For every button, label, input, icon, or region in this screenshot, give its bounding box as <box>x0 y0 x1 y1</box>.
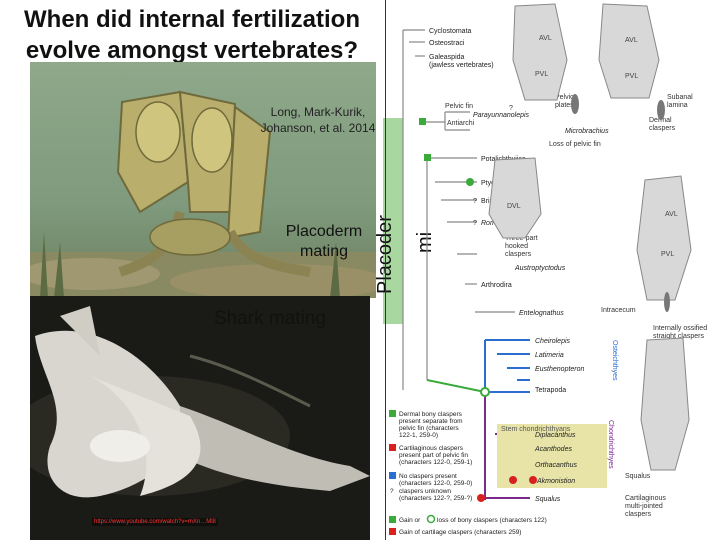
video-link[interactable]: https://www.youtube.com/watch?v=mXn…Ml8 <box>92 518 218 526</box>
note-internally-2: straight claspers <box>653 333 704 340</box>
plate-pvl-top: PVL <box>535 71 548 78</box>
taxon-eusthenopteron: Eusthenopteron <box>535 366 585 373</box>
placoderm-caption: Placoderm mating <box>272 222 376 262</box>
taxon-entelognathus: Entelognathus <box>519 310 564 317</box>
legend-cart-1: Cartilaginous claspers <box>399 445 464 452</box>
citation: Long, Mark-Kurik, Johanson, et al. 2014 <box>252 104 384 136</box>
plate-dvl-mid: DVL <box>507 203 521 210</box>
taxon-galeaspida-1: Galeaspida <box>429 54 465 61</box>
taxon-latimeria: Latimeria <box>535 352 564 359</box>
note-cartilaginous-2: multi-jointed <box>625 503 663 510</box>
legend-dermal-1: Dermal bony claspers <box>399 411 463 418</box>
legend-swatch-cartilage <box>389 444 396 451</box>
legend-cart-2: present part of pelvic fin <box>399 452 468 459</box>
taxon-arthrodira: Arthrodira <box>481 282 512 289</box>
taxon-cheirolepis: Cheirolepis <box>535 338 571 345</box>
plate-avl-top-2: AVL <box>625 37 638 44</box>
taxon-acanthodes: Acanthodes <box>534 446 572 453</box>
plate-avl-mid: AVL <box>665 211 678 218</box>
note-q3: ? <box>473 220 477 227</box>
specimen-drawings: AVL AVL PVL PVL DVL AVL PVL <box>488 3 692 471</box>
legend-dermal-4: 122-1, 259-0) <box>399 432 438 439</box>
taxon-tetrapoda: Tetrapoda <box>535 387 566 394</box>
legend-unknown-1: claspers unknown <box>399 488 451 495</box>
title-line-2: evolve amongst vertebrates? <box>25 37 359 64</box>
cladogram-svg: Cyclostomata Osteostraci Galeaspida (jaw… <box>389 3 707 536</box>
taxon-diplacanthus: Diplacanthus <box>535 432 576 439</box>
figure-border <box>385 0 386 540</box>
legend-swatch-none <box>389 472 396 479</box>
note-antiarchi: Antiarchi <box>447 120 475 127</box>
plate-pvl-mid: PVL <box>661 251 674 258</box>
legend-q-mark: ? <box>390 488 394 495</box>
taxon-orthacanthus: Orthacanthus <box>535 462 578 469</box>
clasper-cladogram-figure: Cyclostomata Osteostraci Galeaspida (jaw… <box>385 0 720 540</box>
note-chondrichthyes: Chondrichthyes <box>607 420 614 469</box>
legend-loss-bony: loss of bony claspers (characters 122) <box>437 517 547 524</box>
slide-title: When did internal fertilization evolve a… <box>0 4 384 66</box>
shark-mating-photo <box>30 296 370 540</box>
taxon-austroptyctodus: Austroptyctodus <box>514 265 566 272</box>
note-q1: ? <box>509 105 513 112</box>
note-subanal-2: lamina <box>667 102 688 109</box>
character-markers <box>419 118 537 502</box>
placoderm-caption-line-1: Placoderm <box>285 223 363 240</box>
taxon-akmonistion: Akmonistion <box>536 478 575 485</box>
taxon-parayunnanolepis: Parayunnanolepis <box>473 112 530 119</box>
note-dermal-claspers-1: Dermal <box>649 117 672 124</box>
taxon-galeaspida-2: (jawless vertebrates) <box>429 62 494 69</box>
taxon-squalus: Squalus <box>535 496 561 503</box>
note-pelvic-plates-1: Pelvic <box>555 94 574 101</box>
plate-avl-top: AVL <box>539 35 552 42</box>
legend-gain-cart: Gain of cartilage claspers (characters 2… <box>399 529 521 536</box>
legend-cart-3: (characters 122-0, 259-1) <box>399 459 472 466</box>
note-q2: ? <box>473 198 477 205</box>
note-pelvic-fin: Pelvic fin <box>445 103 473 110</box>
note-three-part-2: hooked <box>505 243 528 250</box>
taxon-microbrachius: Microbrachius <box>565 128 609 135</box>
note-dermal-claspers-2: claspers <box>649 125 676 132</box>
taxon-cyclostomata: Cyclostomata <box>429 28 472 35</box>
note-pelvic-plates-2: plates <box>555 102 574 109</box>
note-osteichthyes: Osteichthyes <box>611 340 618 381</box>
taxon-osteostraci: Osteostraci <box>429 40 465 47</box>
placoderm-mating-illustration <box>30 62 376 298</box>
shark-caption: Shark mating <box>214 308 326 329</box>
note-three-part-3: claspers <box>505 251 532 258</box>
placoderm-caption-line-2: mating <box>299 243 349 260</box>
legend-gain-bony: Gain or <box>399 517 421 524</box>
title-line-1: When did internal fertilization <box>24 6 360 33</box>
plate-pvl-top-2: PVL <box>625 73 638 80</box>
legend-swatch-gain-bony <box>389 516 396 523</box>
osteichthyes-branches <box>484 339 530 393</box>
legend-dermal-3: pelvic fin (characters <box>399 425 459 432</box>
note-stem-chondrichthyans: Stem chondrichthyans <box>501 426 571 433</box>
note-internally-1: Internally ossified <box>653 325 707 332</box>
note-subanal-1: Subanal <box>667 94 693 101</box>
citation-line-1: Long, Mark-Kurik, <box>270 105 366 119</box>
note-cartilaginous-3: claspers <box>625 511 652 518</box>
jawed-branch <box>426 379 486 393</box>
legend-dermal-2: present separate from <box>399 418 463 425</box>
placoderm-mating-art <box>30 62 376 298</box>
legend: Dermal bony claspers present separate fr… <box>389 410 547 536</box>
note-loss-pelvic: Loss of pelvic fin <box>549 141 601 148</box>
legend-none-2: (characters 122-0, 259-0) <box>399 480 472 487</box>
legend-swatch-gain-cart <box>389 528 396 535</box>
placoderm-highlight-band <box>383 118 403 324</box>
note-squalus-right: Squalus <box>625 473 651 480</box>
note-cartilaginous-1: Cartilaginous <box>625 495 666 502</box>
legend-loss-circle <box>426 514 436 524</box>
legend-swatch-dermal <box>389 410 396 417</box>
shark-mating-art <box>30 296 370 540</box>
legend-unknown-2: (characters 122-?, 259-?) <box>399 495 472 502</box>
note-intracecum: Intracecum <box>601 307 636 314</box>
citation-line-2: Johanson, et al. 2014 <box>260 121 376 135</box>
legend-none-1: No claspers present <box>399 473 457 480</box>
